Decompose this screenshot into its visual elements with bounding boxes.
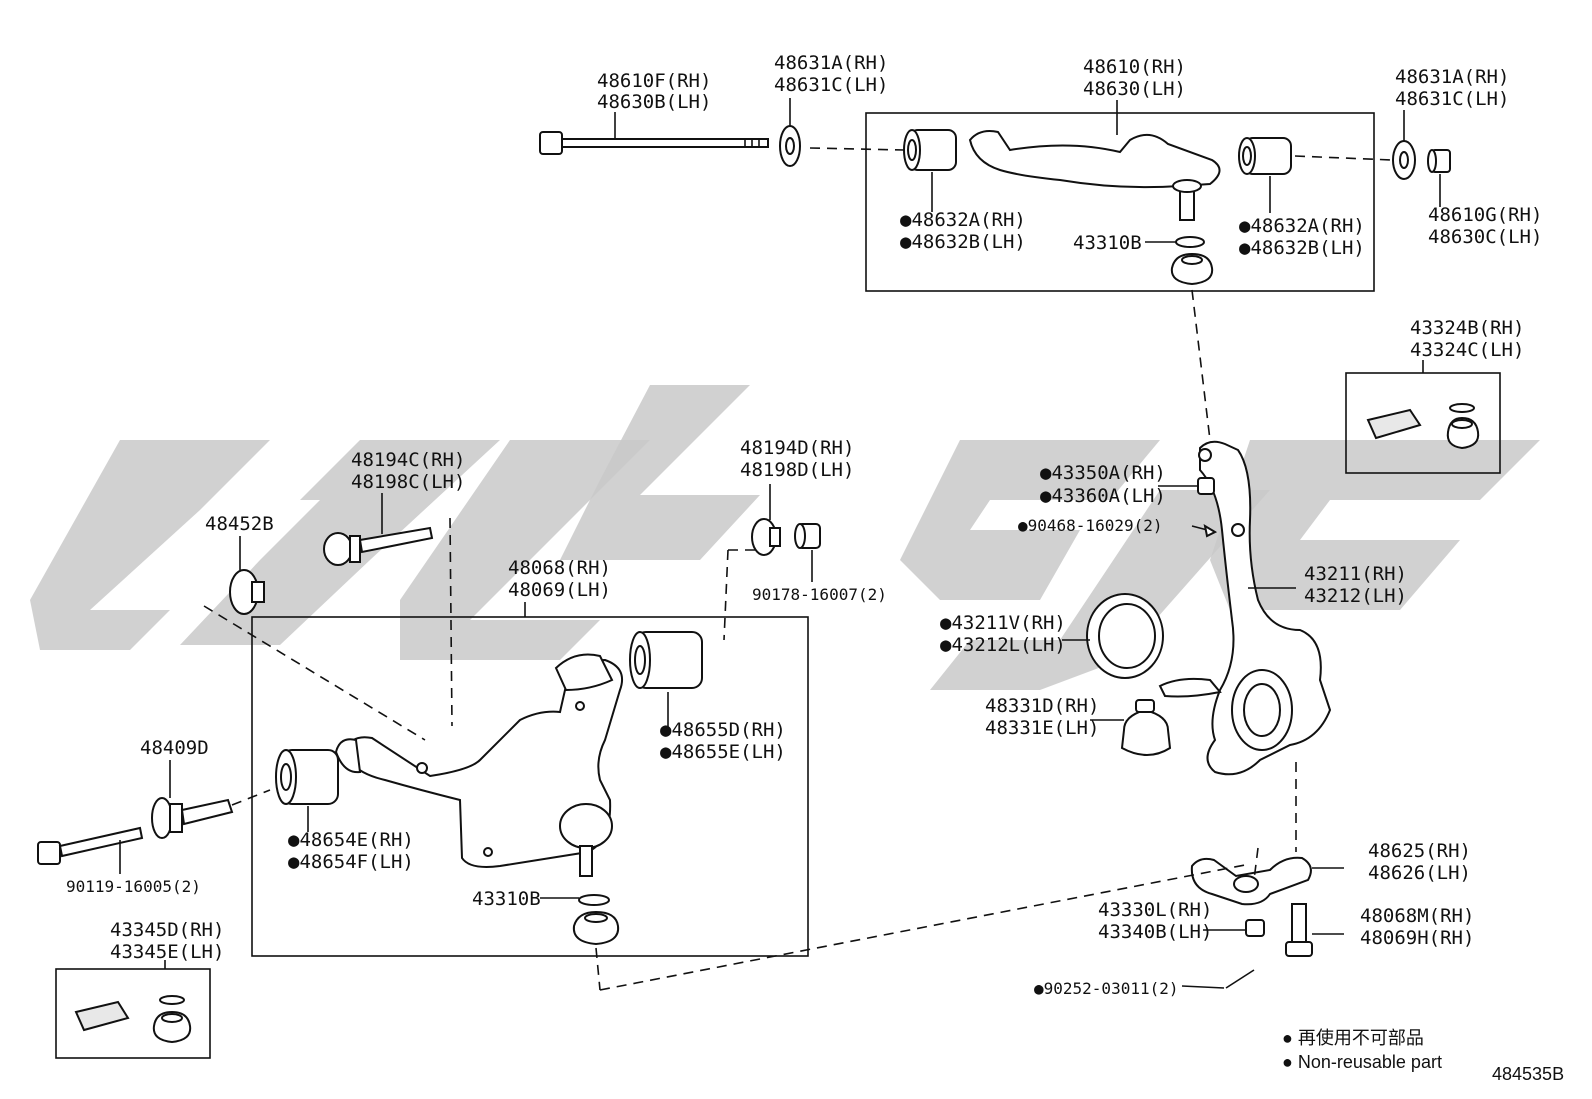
nut-43330l-icon [1245,919,1265,937]
clip-90468-icon [1191,523,1218,538]
bolt-48068m-icon [1285,903,1313,957]
lower-arm-box [251,616,809,957]
bushing-48632a-left-icon [903,129,957,171]
label-48632a-left-lh: ●48632B(LH) [900,231,1026,253]
figure-id: 484535B [1492,1064,1564,1084]
label-43330l-lh: 43340B(LH) [1098,921,1212,943]
label-48610-lh: 48630(LH) [1083,78,1186,100]
stopper-43350a-icon [1197,477,1215,495]
steering-knuckle-icon [1158,440,1332,776]
oil-seal-43211v-icon [1086,593,1164,679]
boot-kit-box-lower [55,968,211,1059]
label-48194d-rh: 48194D(RH) [740,437,854,459]
cotter-pin-90252-icon [1225,969,1255,989]
label-48610g-rh: 48610G(RH) [1428,204,1542,226]
label-48610f-rh: 48610F(RH) [597,70,711,92]
boot-upper-icon [1170,252,1214,286]
grease-pack-lower-icon [74,1000,130,1032]
ball-joint-icon [559,803,613,877]
label-48194c-rh: 48194C(RH) [351,449,465,471]
label-48631a-left-lh: 48631C(LH) [774,74,888,96]
boot-kit-lower-icon [152,995,192,1044]
label-48625-rh: 48625(RH) [1368,840,1471,862]
boot-lower-icon [572,910,620,946]
bushing-48654e-icon [275,749,339,805]
cam-plate-48194d-icon [751,518,781,556]
label-48194d-lh: 48198D(LH) [740,459,854,481]
washer-48631a-right-icon [1392,140,1416,180]
nut-90178-icon [794,523,821,549]
label-48068-lh: 48069(LH) [508,579,611,601]
label-43211v-rh: ●43211V(RH) [940,612,1066,634]
bushing-48632a-right-icon [1238,137,1292,175]
label-48631a-right-lh: 48631C(LH) [1395,88,1509,110]
label-48452b: 48452B [205,513,274,535]
label-43345d-rh: 43345D(RH) [110,919,224,941]
label-48632a-right-rh: ●48632A(RH) [1239,215,1365,237]
bolt-90119-icon [37,826,144,865]
label-48068-rh: 48068(RH) [508,557,611,579]
label-43310b-lower: 43310B [472,888,541,910]
label-48654e-lh: ●48654F(LH) [288,851,414,873]
boot-kit-upper-icon [1446,403,1480,450]
bushing-48655d-icon [629,631,703,689]
label-48331d-rh: 48331D(RH) [985,695,1099,717]
label-48409d: 48409D [140,737,209,759]
label-48655d-rh: ●48655D(RH) [660,719,786,741]
upper-arm-box [865,112,1375,292]
snap-ring-43310b-lower-icon [578,894,610,906]
lower-control-arm-icon [334,653,624,868]
bolt-48610f-icon [539,131,769,155]
label-48654e-rh: ●48654E(RH) [288,829,414,851]
legend-line-en: ● Non-reusable part [1282,1052,1442,1072]
label-48331d-lh: 48331E(LH) [985,717,1099,739]
label-43345d-lh: 43345E(LH) [110,941,224,963]
washer-48631a-left-icon [779,125,801,167]
label-48625-lh: 48626(LH) [1368,862,1471,884]
label-90468: ●90468-16029(2) [1018,516,1163,535]
label-43350a-lh: ●43360A(LH) [1040,485,1166,507]
label-48610g-lh: 48630C(LH) [1428,226,1542,248]
label-48655d-lh: ●48655E(LH) [660,741,786,763]
label-43350a-rh: ●43350A(RH) [1040,462,1166,484]
bump-stopper-48331d-icon [1120,699,1172,756]
cam-bolt-48409d-icon [151,797,234,839]
label-90252: ●90252-03011(2) [1034,979,1179,998]
label-48631a-right-rh: 48631A(RH) [1395,66,1509,88]
label-48632a-left-rh: ●48632A(RH) [900,209,1026,231]
label-90119: 90119-16005(2) [66,877,201,896]
cam-bolt-48194c-icon [323,526,434,566]
label-43324b-rh: 43324B(RH) [1410,317,1524,339]
grease-pack-upper-icon [1366,408,1422,440]
label-48610f-lh: 48630B(LH) [597,91,711,113]
label-43211-lh: 43212(LH) [1304,585,1407,607]
cam-plate-48452b-icon [229,569,265,615]
nut-48610g-icon [1427,149,1451,173]
label-90178: 90178-16007(2) [752,585,887,604]
upper-control-arm-icon [968,130,1221,221]
label-48194c-lh: 48198C(LH) [351,471,465,493]
snap-ring-43310b-upper-icon [1175,236,1205,248]
label-43330l-rh: 43330L(RH) [1098,899,1212,921]
label-48632a-right-lh: ●48632B(LH) [1239,237,1365,259]
label-48068m-lh: 48069H(RH) [1360,927,1474,949]
label-43211v-lh: ●43212L(LH) [940,634,1066,656]
label-43324b-lh: 43324C(LH) [1410,339,1524,361]
legend-line-ja: ● 再使用不可部品 [1282,1028,1424,1048]
label-48631a-left-rh: 48631A(RH) [774,52,888,74]
label-43310b-upper: 43310B [1073,232,1142,254]
label-48610-rh: 48610(RH) [1083,56,1186,78]
label-43211-rh: 43211(RH) [1304,563,1407,585]
knuckle-arm-48625-icon [1190,856,1312,906]
label-48068m-rh: 48068M(RH) [1360,905,1474,927]
